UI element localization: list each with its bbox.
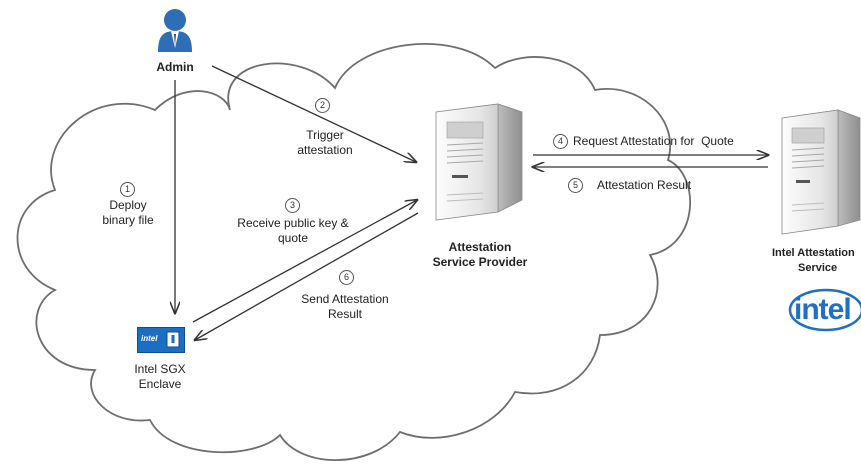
intel-logo-swoosh-icon [788, 288, 861, 332]
step-5-number: 5 [568, 178, 583, 193]
arrow-receive-quote [192, 200, 417, 323]
sgx-enclave-badge-icon: intel [137, 327, 185, 353]
intel-service-server-icon [781, 109, 861, 235]
step-6-label: Send Attestation Result [301, 292, 389, 321]
arrow-send-result [195, 212, 419, 340]
step-3-label: Receive public key & quote [237, 216, 349, 245]
admin-label: Admin [156, 60, 194, 74]
sgx-badge-text: intel [141, 334, 158, 343]
step-2-label: Trigger attestation [297, 128, 353, 157]
lock-shield-icon [166, 331, 180, 348]
intel-logo-text: intel [794, 293, 852, 326]
step-1-number: 1 [120, 182, 135, 197]
step-3-number: 3 [285, 198, 300, 213]
step-1-label: Deploy binary file [102, 198, 154, 227]
step-6-number: 6 [339, 270, 354, 285]
step-4-number: 4 [553, 134, 568, 149]
admin-person-icon [158, 9, 192, 52]
step-2-number: 2 [315, 98, 330, 113]
service-provider-label: Attestation Service Provider [432, 240, 528, 269]
enclave-label: Intel SGX Enclave [134, 362, 186, 391]
arrow-trigger [211, 65, 416, 162]
service-provider-server-icon [435, 103, 523, 221]
intel-logo: intel [786, 287, 861, 333]
intel-service-label: Intel Attestation Service [772, 247, 855, 274]
cloud-shape [16, 43, 691, 461]
